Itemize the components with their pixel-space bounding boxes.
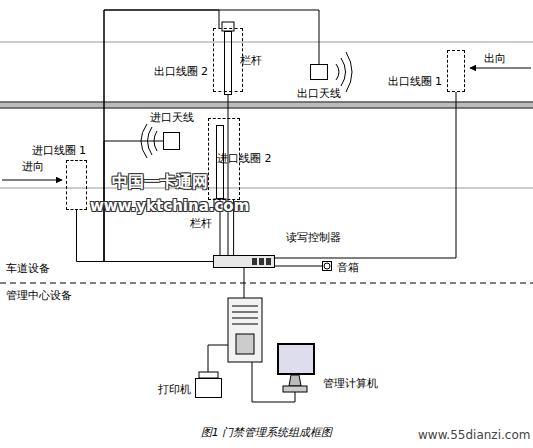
signal-wire: [275, 266, 322, 267]
watermark: www.55dianzi.com: [418, 428, 530, 442]
node-label: 管理计算机: [323, 377, 378, 390]
direction-label: 出向: [484, 52, 506, 65]
watermark: 中国一卡通网: [112, 172, 208, 193]
node-label: 读写控制器: [286, 231, 341, 244]
signal-wire: [104, 10, 319, 262]
road-edge: [0, 42, 533, 43]
node-label: 进口天线: [150, 111, 194, 124]
controller-indicator: [252, 258, 257, 265]
node-label: 栏杆: [190, 217, 212, 230]
speaker-cone: [324, 263, 330, 269]
zone-label: 管理中心设备: [6, 289, 72, 302]
direction-arrow: [2, 180, 62, 181]
speaker: 音箱: [322, 261, 332, 271]
zone-label: 车道设备: [6, 262, 50, 275]
monitor: 管理计算机: [277, 343, 315, 375]
monitor-stand: [289, 375, 301, 386]
node-label: 进口线圈 1: [32, 144, 87, 157]
printer: 打印机: [195, 378, 222, 398]
barrier-arm: 栏杆: [224, 31, 232, 95]
node-label: 栏杆: [240, 54, 262, 67]
direction-arrow: [470, 68, 531, 69]
server-bays: [232, 306, 258, 354]
monitor-screen: [277, 343, 315, 375]
node-label: 出口天线: [297, 87, 341, 100]
induction-loop: 出口线圈 1: [447, 50, 465, 92]
controller-body: [213, 255, 275, 268]
induction-loop: 出口线圈 2: [213, 28, 243, 92]
server-tower: [228, 298, 262, 362]
node-label: 音箱: [337, 261, 359, 274]
antenna: 进口天线: [163, 132, 180, 150]
network-wire: [244, 268, 245, 298]
induction-loop: 进口线圈 2: [208, 118, 240, 200]
road-divider-line: [0, 107, 533, 109]
road-divider-line: [0, 101, 533, 103]
monitor-base: [283, 386, 307, 392]
radio-waves: [141, 52, 352, 158]
signal-wire: [104, 10, 219, 262]
watermark: www.yktchina.com: [90, 197, 249, 215]
node-label: 进口线圈 2: [217, 152, 272, 165]
barrier-arm: 栏杆: [216, 125, 224, 199]
node-label: 出口线圈 1: [388, 75, 443, 88]
signal-wire: [77, 210, 214, 262]
signal-wire: [228, 95, 229, 255]
node-label: 打印机: [158, 383, 191, 396]
controller-indicator: [266, 258, 271, 265]
antenna: 出口天线: [310, 64, 328, 80]
node-label: 出口线圈 2: [154, 65, 209, 78]
induction-loop: 进口线圈 1: [66, 160, 87, 210]
signal-wire: [275, 92, 456, 258]
controller-indicator: [259, 258, 264, 265]
zone-separator: [0, 283, 533, 284]
road-divider: [0, 102, 533, 108]
figure-caption: 图1 门禁管理系统组成框图: [0, 426, 533, 439]
direction-label: 进向: [22, 160, 44, 173]
barrier-motor: [222, 22, 234, 31]
reader-controller: 读写控制器: [213, 255, 275, 268]
road-edge: [0, 188, 533, 189]
